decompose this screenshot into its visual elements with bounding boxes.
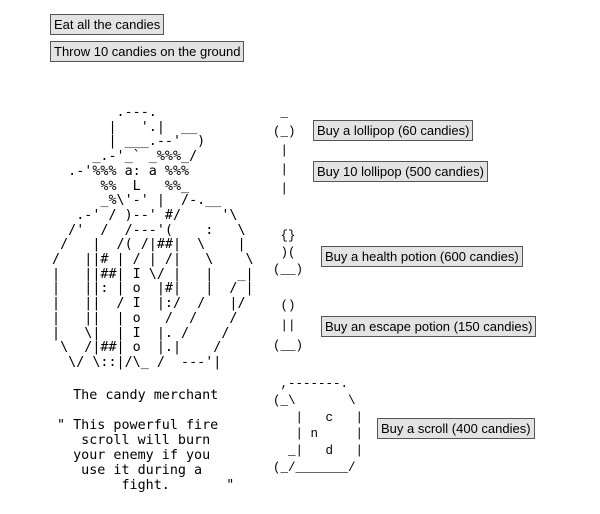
art-line: | \| | I |. / / [44,325,230,341]
art-line [57,403,234,418]
art-line: use it during a [57,463,203,478]
art-line: .-'%%% a: a %%% [44,163,190,179]
art-line: | [273,144,289,158]
art-line: your enemy if you [57,448,211,463]
scroll-ascii-art: ,-------. (_\ \ | c | | n | _| d |(_/____… [273,376,363,477]
art-line: (_) [273,125,296,139]
escape-potion-ascii-art: () || (__) [273,296,303,356]
buy-scroll-button[interactable]: Buy a scroll (400 candies) [377,418,535,439]
art-line: \/ \::|/\_ / ---'| [44,354,222,370]
art-line: () [273,299,296,313]
art-line: / ||# | / | /| \ \ [44,252,254,268]
art-line: | c | [273,410,364,425]
art-line: | ||##| I \/ | | _| [44,266,254,282]
art-line: | ___.--' ) [44,134,206,150]
art-line: | [273,163,289,177]
art-line: fight. " [57,478,235,493]
buy-lollipop-button[interactable]: Buy a lollipop (60 candies) [313,120,474,141]
art-line: | [273,182,289,196]
art-line: (__) [273,339,304,353]
art-line: _.-'_` _%%%_/ [44,149,198,165]
buy-escape-potion-button[interactable]: Buy an escape potion (150 candies) [321,316,537,337]
eat-candies-button[interactable]: Eat all the candies [50,14,165,35]
art-line: /' / /---'( : \ [44,222,246,238]
health-potion-ascii-art: {} )( (__) [273,228,303,279]
merchant-speech: The candy merchant " This powerful fire … [57,388,234,493]
art-line: (__) [273,263,304,277]
art-line: _| d | [273,444,364,459]
art-line: | ||: | o |#| | / | [44,281,254,297]
buy-10-lollipops-button[interactable]: Buy 10 lollipop (500 candies) [313,161,488,182]
art-line: _%\'-' | /-.__ [44,193,222,209]
art-line: The candy merchant [57,388,219,403]
buy-health-potion-button[interactable]: Buy a health potion (600 candies) [321,246,523,267]
art-line: (_\ \ [273,393,356,408]
art-line: scroll will burn [57,433,211,448]
candy-merchant-ascii-art: .---. | '.| __ | ___.--' ) _.-'_` _%%%_/… [44,105,254,371]
art-line: .-' / )--' #/ '\ [44,207,238,223]
art-line: | || / I |:/ / |/ [44,296,246,312]
art-line: \ /|##| o |.| / [44,340,222,356]
art-line: ,-------. [273,377,349,391]
lollipop-ascii-art: _ (_) | | | [273,104,296,199]
art-line: _ [273,106,289,120]
art-line: )( [273,246,296,260]
art-line: | n | [273,427,364,442]
art-line: %% L %%_ [44,178,190,194]
art-line: .---. [44,105,157,120]
art-line: / | /( /|##| \ | [44,237,246,253]
art-line: || [273,319,296,333]
art-line: {} [273,229,296,243]
art-line: | '.| __ [44,119,198,135]
art-line: " This powerful fire [57,418,219,433]
art-line: (_/_______/ [273,460,356,475]
art-line: | || | o / / / [44,310,238,326]
throw-candies-button[interactable]: Throw 10 candies on the ground [50,41,245,62]
